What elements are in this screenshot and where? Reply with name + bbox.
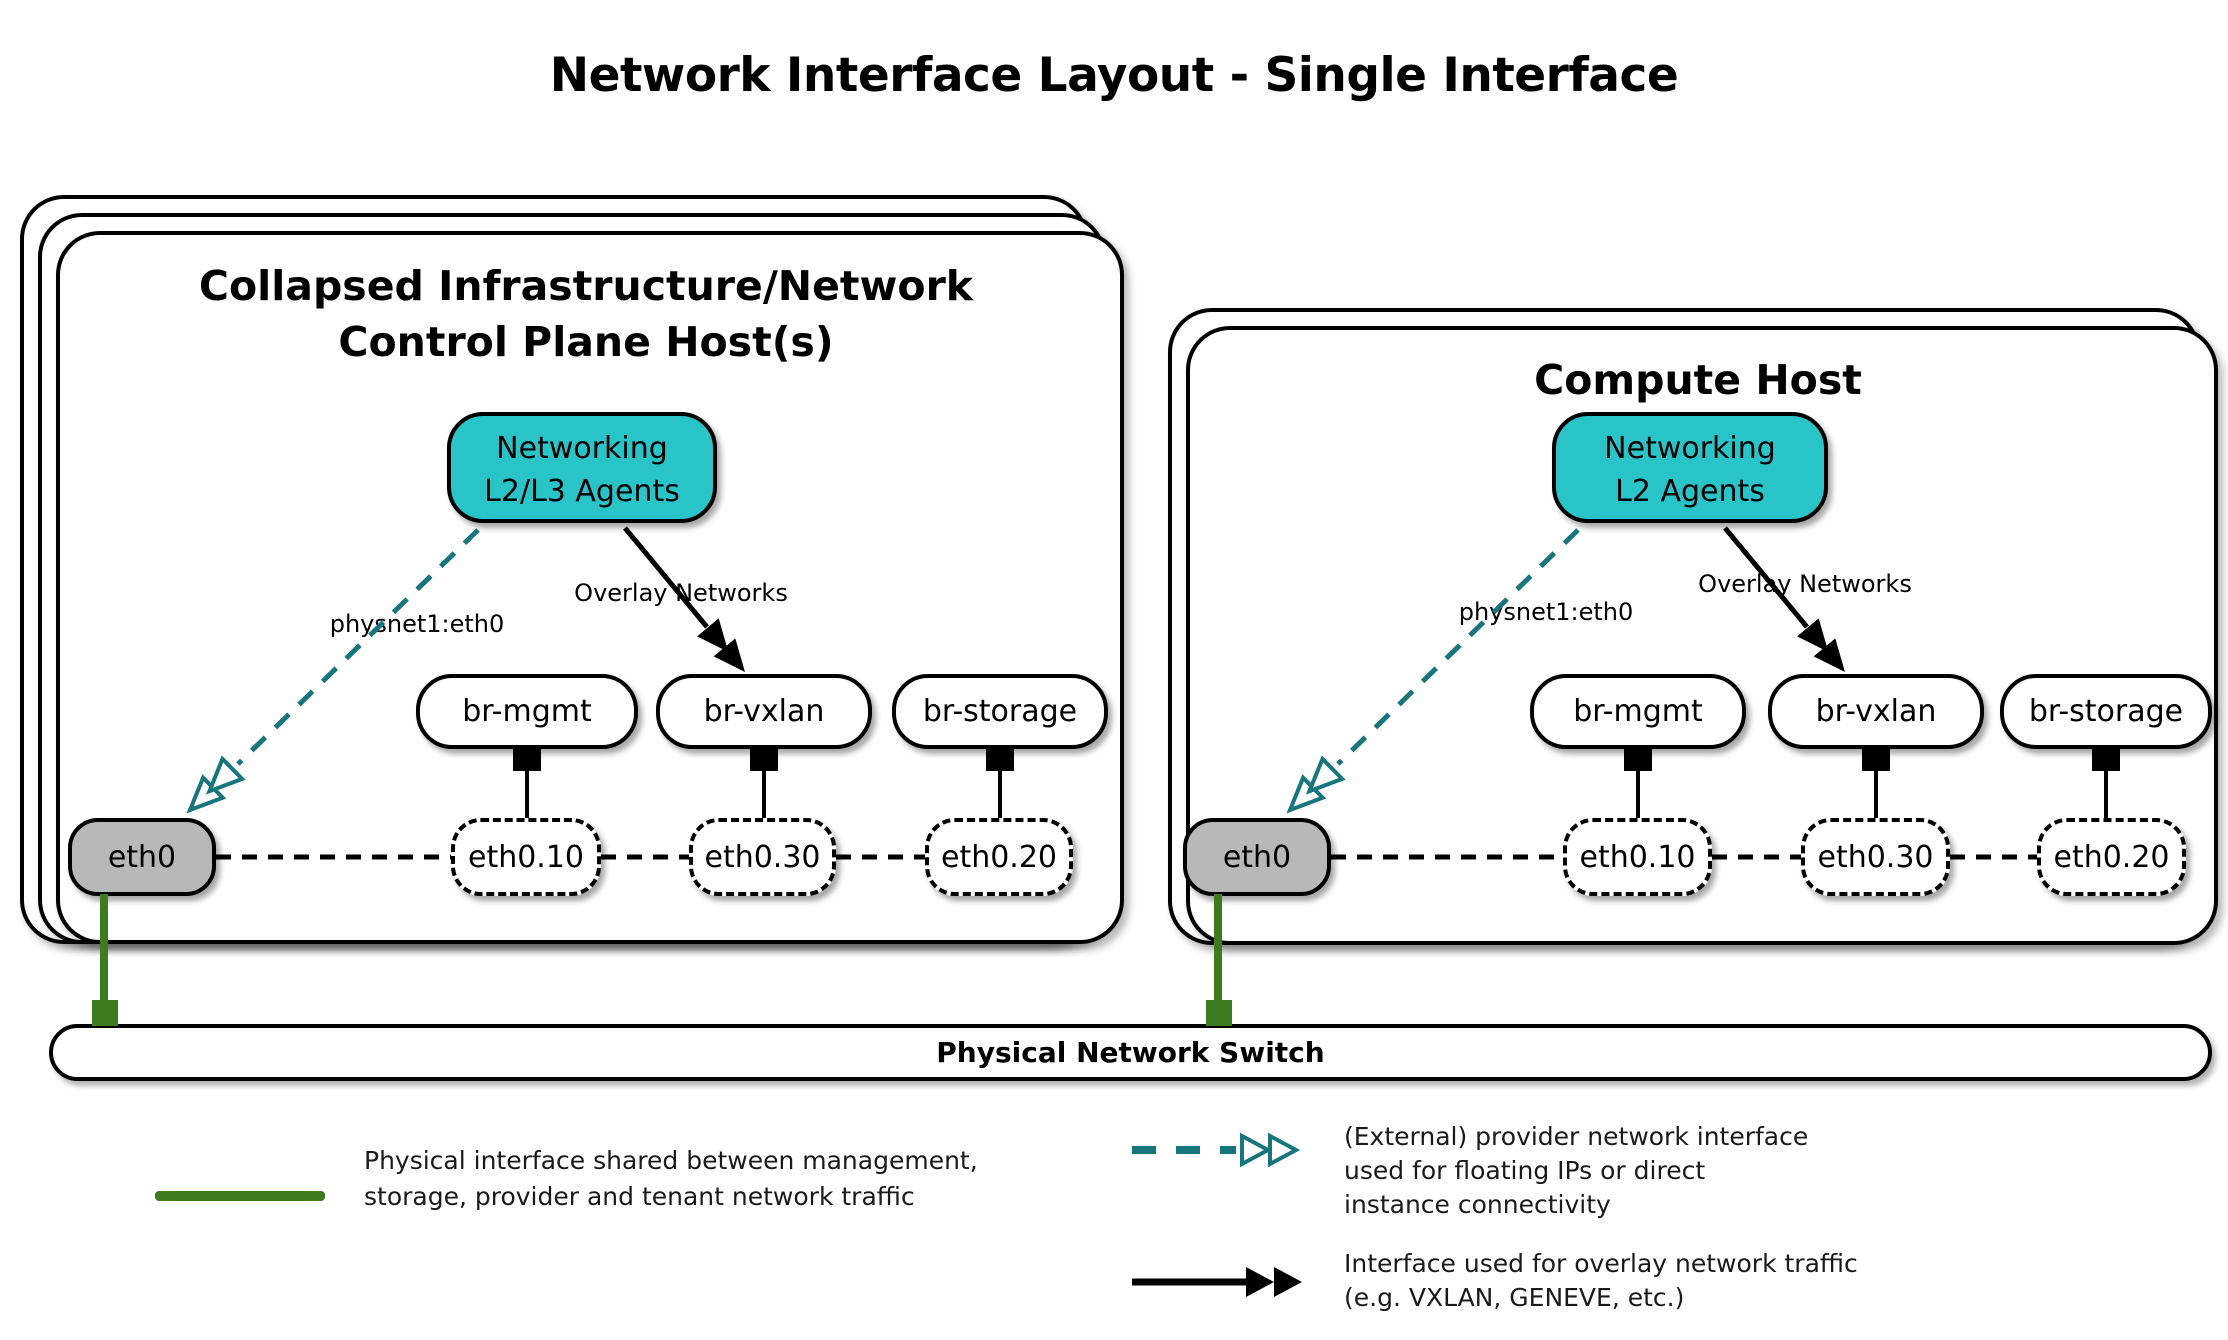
control-plane-host-title-line2: Control Plane Host(s) xyxy=(338,318,834,366)
networking-agents-node-control-plane: Networking L2/L3 Agents xyxy=(447,412,717,523)
compute-host-title-line1: Compute Host xyxy=(1534,356,1862,404)
legend-physical-line-symbol xyxy=(155,1191,325,1201)
interface-node-eth0-compute: eth0 xyxy=(1183,818,1331,896)
legend-line: (e.g. VXLAN, GENEVE, etc.) xyxy=(1344,1283,1685,1312)
legend-provider-network-text: (External) provider network interface us… xyxy=(1344,1120,1808,1222)
legend-line: storage, provider and tenant network tra… xyxy=(364,1182,915,1211)
legend-line: used for floating IPs or direct xyxy=(1344,1156,1706,1185)
interface-node-eth0-10-compute: eth0.10 xyxy=(1563,818,1712,896)
bridge-node-br-storage-control-plane: br-storage xyxy=(892,674,1108,749)
legend-provider-arrow-symbol xyxy=(1132,1132,1301,1168)
bridge-node-br-storage-compute: br-storage xyxy=(2000,674,2212,749)
interface-node-eth0-30-control-plane: eth0.30 xyxy=(689,818,836,896)
overlay-networks-label-control-plane: Overlay Networks xyxy=(574,579,788,607)
agent-label-line2: L2 Agents xyxy=(1615,474,1765,509)
interface-node-eth0-20-control-plane: eth0.20 xyxy=(925,818,1073,896)
provider-network-label-compute: physnet1:eth0 xyxy=(1458,598,1634,626)
agent-label-line1: Networking xyxy=(1604,431,1776,466)
legend-line: (External) provider network interface xyxy=(1344,1122,1809,1151)
legend-line: Physical interface shared between manage… xyxy=(364,1146,978,1175)
interface-node-eth0-30-compute: eth0.30 xyxy=(1801,818,1950,896)
agent-label-line1: Networking xyxy=(496,431,668,466)
legend-overlay-traffic-text: Interface used for overlay network traff… xyxy=(1344,1247,1858,1315)
control-plane-host-title: Collapsed Infrastructure/Network Control… xyxy=(56,258,1116,370)
legend-line: Interface used for overlay network traff… xyxy=(1344,1249,1858,1278)
overlay-networks-label-compute: Overlay Networks xyxy=(1698,570,1912,598)
bridge-node-br-vxlan-compute: br-vxlan xyxy=(1768,674,1984,749)
physical-network-switch-label: Physical Network Switch xyxy=(936,1036,1325,1069)
networking-agents-node-compute: Networking L2 Agents xyxy=(1552,412,1828,523)
bridge-node-br-mgmt-compute: br-mgmt xyxy=(1530,674,1746,749)
interface-node-eth0-10-control-plane: eth0.10 xyxy=(451,818,601,896)
bridge-node-br-vxlan-control-plane: br-vxlan xyxy=(656,674,872,749)
legend-physical-interface-text: Physical interface shared between manage… xyxy=(364,1143,978,1215)
legend-overlay-arrow-symbol xyxy=(1132,1267,1302,1297)
page-title: Network Interface Layout - Single Interf… xyxy=(549,48,1679,103)
compute-host-title: Compute Host xyxy=(1186,352,2210,408)
control-plane-host-title-line1: Collapsed Infrastructure/Network xyxy=(198,262,974,310)
interface-node-eth0-20-compute: eth0.20 xyxy=(2037,818,2186,896)
provider-network-label-control-plane: physnet1:eth0 xyxy=(329,610,505,638)
bridge-node-br-mgmt-control-plane: br-mgmt xyxy=(416,674,638,749)
legend-line: instance connectivity xyxy=(1344,1190,1611,1219)
interface-node-eth0-control-plane: eth0 xyxy=(68,818,216,896)
physical-network-switch-bar: Physical Network Switch xyxy=(49,1024,2212,1081)
agent-label-line2: L2/L3 Agents xyxy=(484,474,680,509)
